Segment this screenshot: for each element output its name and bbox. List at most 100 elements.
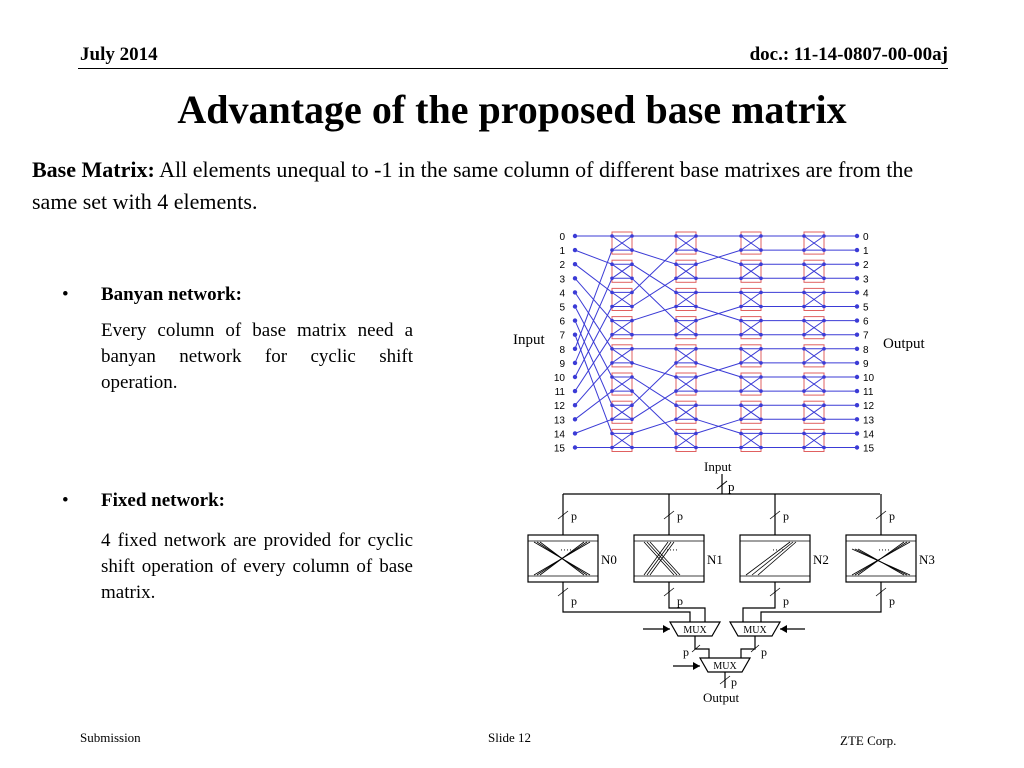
banyan-switch [803,344,825,368]
mux-label: MUX [743,625,767,636]
banyan-switch-node [802,248,806,252]
banyan-link [631,362,677,406]
banyan-input-dot [572,290,578,295]
fixed-wire [757,541,797,576]
fixed-wire [643,541,669,576]
banyan-switch-node [630,361,634,365]
banyan-input-dot [572,360,578,366]
banyan-switch [740,344,762,368]
banyan-output-port: 14 [863,429,875,440]
banyan-switch-link [611,235,633,251]
banyan-switch-node [674,234,678,238]
mux-width-label: p [683,645,689,659]
fixed-network-label: N1 [707,552,723,567]
banyan-switch-link [803,235,825,251]
banyan-output-dot [854,431,860,436]
banyan-switch-node [822,262,826,266]
banyan-output-port: 7 [863,331,869,342]
banyan-switch-node [630,389,634,393]
banyan-switch-node [630,234,634,238]
banyan-output-dot [854,262,860,267]
banyan-switch-link [803,376,825,392]
banyan-switch-node [630,403,634,407]
banyan-switch-node [802,361,806,365]
banyan-switch-link [611,320,633,336]
banyan-switch-node [610,332,614,337]
bullet-heading-banyan: Banyan network: [101,284,242,305]
banyan-switch-link [740,404,762,420]
banyan-output-port: 9 [863,359,869,370]
banyan-output-port: 10 [863,373,875,384]
banyan-switch-node [759,375,763,379]
banyan-switch-node [822,389,826,393]
banyan-switch [611,372,633,396]
fixed-input-label: Input [704,459,732,474]
banyan-switch-node [759,417,763,422]
banyan-switch-node [802,262,806,266]
banyan-switch [611,344,633,368]
banyan-switch-node [694,417,698,422]
banyan-switch-node [822,248,826,252]
banyan-switch-link [675,263,697,279]
banyan-switch-node [802,431,806,436]
fixed-input-width: p [728,479,735,494]
fixed-network-block [527,534,599,583]
banyan-switch-node [822,431,826,436]
banyan-switch-node [759,262,763,266]
banyan-switch-node [610,375,614,379]
bus-width-mark [691,644,701,653]
banyan-input-dot [572,262,578,267]
bus-width-mark [750,644,760,653]
banyan-output-port: 13 [863,415,875,426]
banyan-input-port: 4 [559,288,565,299]
fixed-width-label: p [571,594,577,608]
banyan-switch [675,428,697,452]
bus-width-mark [557,587,569,597]
banyan-input-dot [572,233,578,239]
banyan-switch-node [674,290,678,295]
banyan-output-dot [854,403,860,408]
banyan-input-dot [572,431,578,436]
banyan-switch-link [675,320,697,336]
banyan-switch-node [630,248,634,252]
intro-text: All elements unequal to -1 in the same c… [32,157,914,214]
banyan-switch-node [630,347,634,351]
banyan-switch-node [694,347,698,351]
banyan-switch [675,372,697,396]
banyan-switch-node [822,403,826,407]
fixed-wire [646,541,672,576]
banyan-link [574,249,613,349]
banyan-input-port: 3 [559,274,565,285]
mux-wire [668,604,706,622]
fixed-wire [751,541,794,576]
mux-label: MUX [683,625,707,636]
banyan-switch-link [675,376,697,392]
banyan-switch-node [822,417,826,422]
bus-width-mark [557,510,569,520]
header-date: July 2014 [80,44,158,65]
banyan-switch-node [610,276,614,281]
banyan-switch [611,259,633,283]
banyan-output-dot [854,247,860,253]
banyan-switch-node [739,361,743,365]
mux-wire [760,604,882,622]
banyan-switch-node [759,403,763,407]
banyan-link [574,249,613,265]
banyan-switch-node [610,361,614,365]
bus-width-mark [875,510,887,520]
banyan-switch-node [610,234,614,238]
banyan-switch-link [803,404,825,420]
banyan-switch-node [739,290,743,295]
banyan-switch-node [694,445,698,450]
fixed-block-dots: ···· [666,545,678,555]
banyan-switch [740,316,762,340]
banyan-switch-node [610,431,614,436]
banyan-switch [803,428,825,452]
banyan-switch-node [630,276,634,281]
banyan-switch-node [802,332,806,337]
banyan-switch-node [610,417,614,422]
mux-select-arrow [663,625,670,633]
banyan-switch-node [610,389,614,393]
